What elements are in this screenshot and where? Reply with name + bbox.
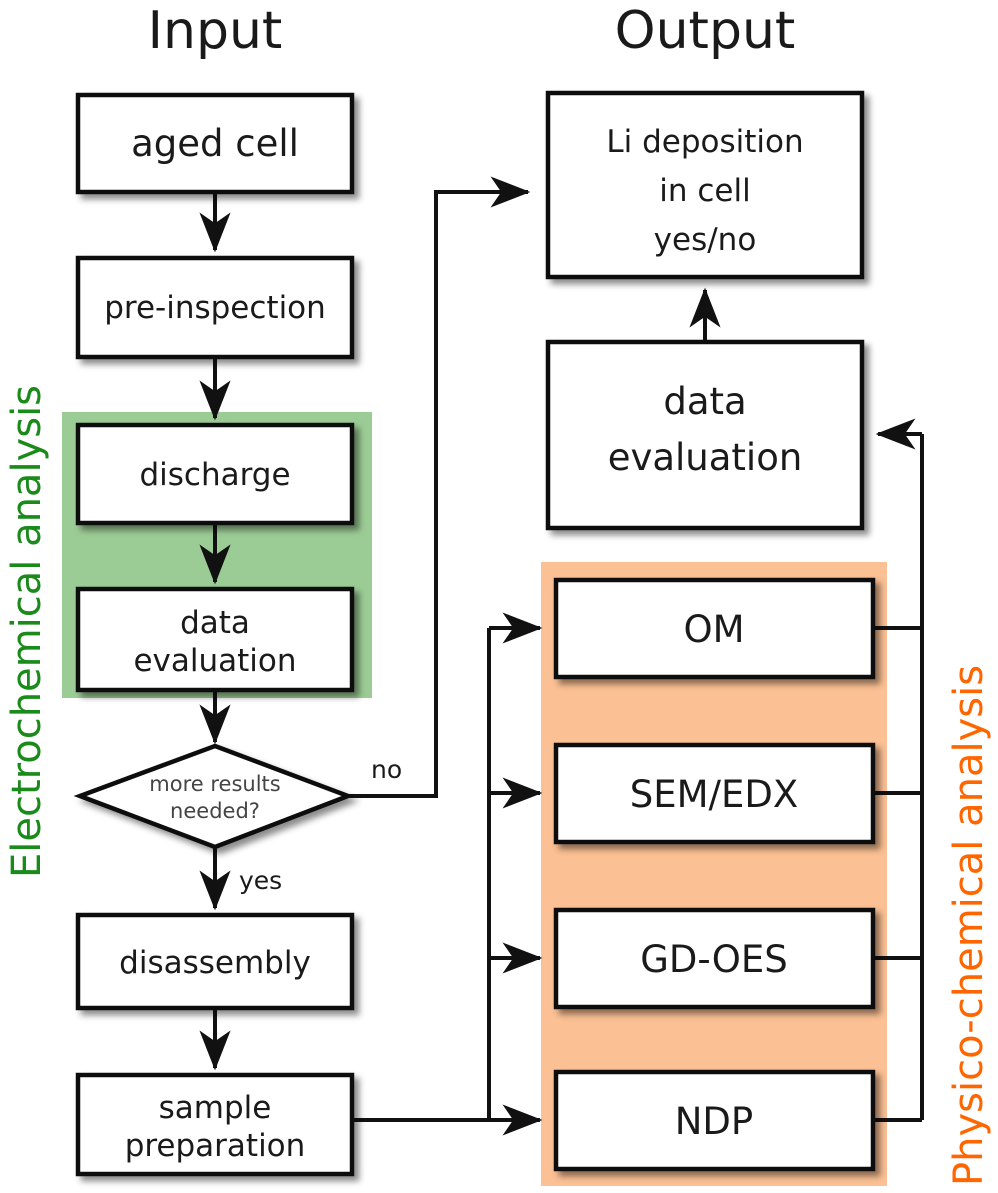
node-li-deposition-label-2: in cell [659,173,750,209]
node-data-evaluation-label-1: data [180,605,250,641]
node-data-evaluation-label-2: evaluation [133,643,296,679]
node-data-evaluation-output[interactable]: data evaluation [545,339,865,531]
node-pre-inspection[interactable]: pre-inspection [75,255,355,360]
node-li-deposition[interactable]: Li deposition in cell yes/no [545,90,865,280]
node-data-evaluation-output-label-1: data [663,380,746,423]
node-data-evaluation-output-label-2: evaluation [608,436,803,479]
node-gd-oes-label: GD-OES [640,938,788,981]
node-sem-edx-label: SEM/EDX [630,773,798,816]
edge-no-branch [348,176,531,798]
node-pre-inspection-label: pre-inspection [104,290,326,326]
node-discharge[interactable]: discharge [75,422,355,526]
node-ndp[interactable]: NDP [553,1069,876,1172]
node-om[interactable]: OM [553,577,876,680]
node-disassembly[interactable]: disassembly [75,912,355,1011]
node-li-deposition-label-3: yes/no [654,222,757,258]
node-discharge-label: discharge [139,457,290,493]
physico-chemical-analysis-label: Physico-chemical analysis [946,665,992,1186]
edge-label-no: no [371,755,402,784]
node-disassembly-label: disassembly [119,945,311,981]
electrochemical-analysis-label: Electrochemical analysis [4,385,50,878]
node-om-label: OM [683,608,744,651]
node-more-results-needed-label-2: needed? [170,799,260,823]
node-li-deposition-label-1: Li deposition [606,124,803,160]
node-more-results-needed-label-1: more results [149,772,280,796]
node-sample-preparation-label-2: preparation [125,1128,306,1164]
output-header: Output [615,1,796,61]
node-aged-cell-label: aged cell [131,122,299,165]
edge-label-yes: yes [239,866,282,895]
node-sample-preparation-label-1: sample [159,1090,272,1126]
node-gd-oes[interactable]: GD-OES [553,907,876,1010]
node-sample-preparation[interactable]: sample preparation [75,1072,355,1177]
node-more-results-needed[interactable]: more results needed? [73,743,355,850]
node-aged-cell[interactable]: aged cell [75,92,355,195]
input-header: Input [148,1,283,61]
node-sem-edx[interactable]: SEM/EDX [553,742,876,845]
node-data-evaluation[interactable]: data evaluation [75,586,355,693]
node-ndp-label: NDP [675,1100,753,1143]
